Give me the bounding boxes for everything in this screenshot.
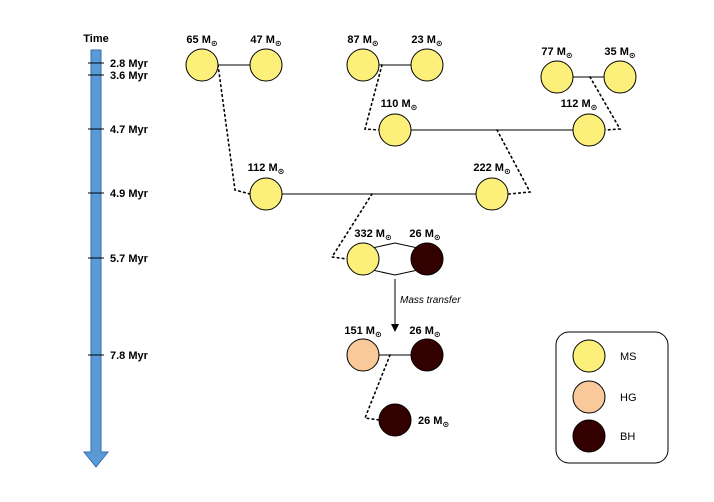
star-65	[185, 48, 219, 82]
merger-paths	[217, 64, 622, 421]
mass-label: 112 M⊙	[561, 98, 598, 112]
mass-label: 87 M⊙	[347, 34, 378, 48]
mass-label: 332 M⊙	[354, 228, 391, 242]
mass-label: 112 M⊙	[248, 162, 285, 176]
star-26-bh-c	[378, 403, 412, 437]
star-110	[378, 113, 412, 147]
legend: MS HG BH	[555, 331, 669, 464]
star-87	[346, 48, 380, 82]
time-axis-title: Time	[83, 33, 108, 45]
mass-transfer: Mass transfer	[391, 279, 461, 332]
legend-swatch-bh	[572, 419, 606, 453]
mass-labels: 65 M⊙ 47 M⊙ 87 M⊙ 23 M⊙ 77 M⊙ 35 M⊙ 110 …	[186, 34, 635, 429]
tick-label-4-7: 4.7 Myr	[110, 124, 149, 136]
star-222	[475, 177, 509, 211]
tick-label-5-7: 5.7 Myr	[110, 253, 149, 265]
mass-label: 23 M⊙	[411, 34, 442, 48]
legend-label-ms: MS	[620, 351, 637, 363]
merger-path-151-26	[363, 354, 391, 421]
mass-label: 26 M⊙	[409, 325, 440, 339]
star-332	[346, 242, 380, 276]
mass-label: 110 M⊙	[381, 98, 418, 112]
mass-transfer-label: Mass transfer	[400, 295, 461, 306]
star-26-bh-b	[410, 338, 444, 372]
merger-path-77-35	[589, 76, 622, 131]
star-151	[346, 338, 380, 372]
time-axis: Time 2.8 Myr 3.6 Myr 4.7 Myr 4.9 Myr 5.7…	[82, 33, 149, 468]
mass-label: 151 M⊙	[344, 325, 381, 339]
star-47	[249, 48, 283, 82]
star-35	[603, 60, 637, 94]
legend-label-bh: BH	[620, 431, 635, 443]
legend-swatch-ms	[572, 339, 606, 373]
legend-label-hg: HG	[620, 392, 637, 404]
star-112-left	[249, 177, 283, 211]
merger-path-112-222	[330, 193, 373, 260]
legend-swatch-hg	[572, 380, 606, 414]
star-77	[540, 60, 574, 94]
tick-label-4-9: 4.9 Myr	[110, 188, 149, 200]
mass-label: 26 M⊙	[409, 228, 440, 242]
tick-label-3-6: 3.6 Myr	[110, 70, 149, 82]
tick-label-7-8: 7.8 Myr	[110, 350, 149, 362]
mass-label: 77 M⊙	[541, 46, 572, 60]
mass-label: 65 M⊙	[186, 34, 217, 48]
merger-path-87-23	[363, 64, 383, 131]
mass-label: 47 M⊙	[250, 34, 281, 48]
mass-label: 222 M⊙	[473, 162, 510, 176]
merger-path-left	[217, 64, 251, 195]
stars	[185, 48, 637, 437]
star-26-bh-a	[410, 242, 444, 276]
mass-label: 35 M⊙	[604, 46, 635, 60]
mass-label: 26 M⊙	[418, 415, 449, 429]
star-112-right	[572, 113, 606, 147]
star-23	[410, 48, 444, 82]
tick-label-2-8: 2.8 Myr	[110, 58, 149, 70]
merger-path-110-112	[496, 129, 532, 195]
